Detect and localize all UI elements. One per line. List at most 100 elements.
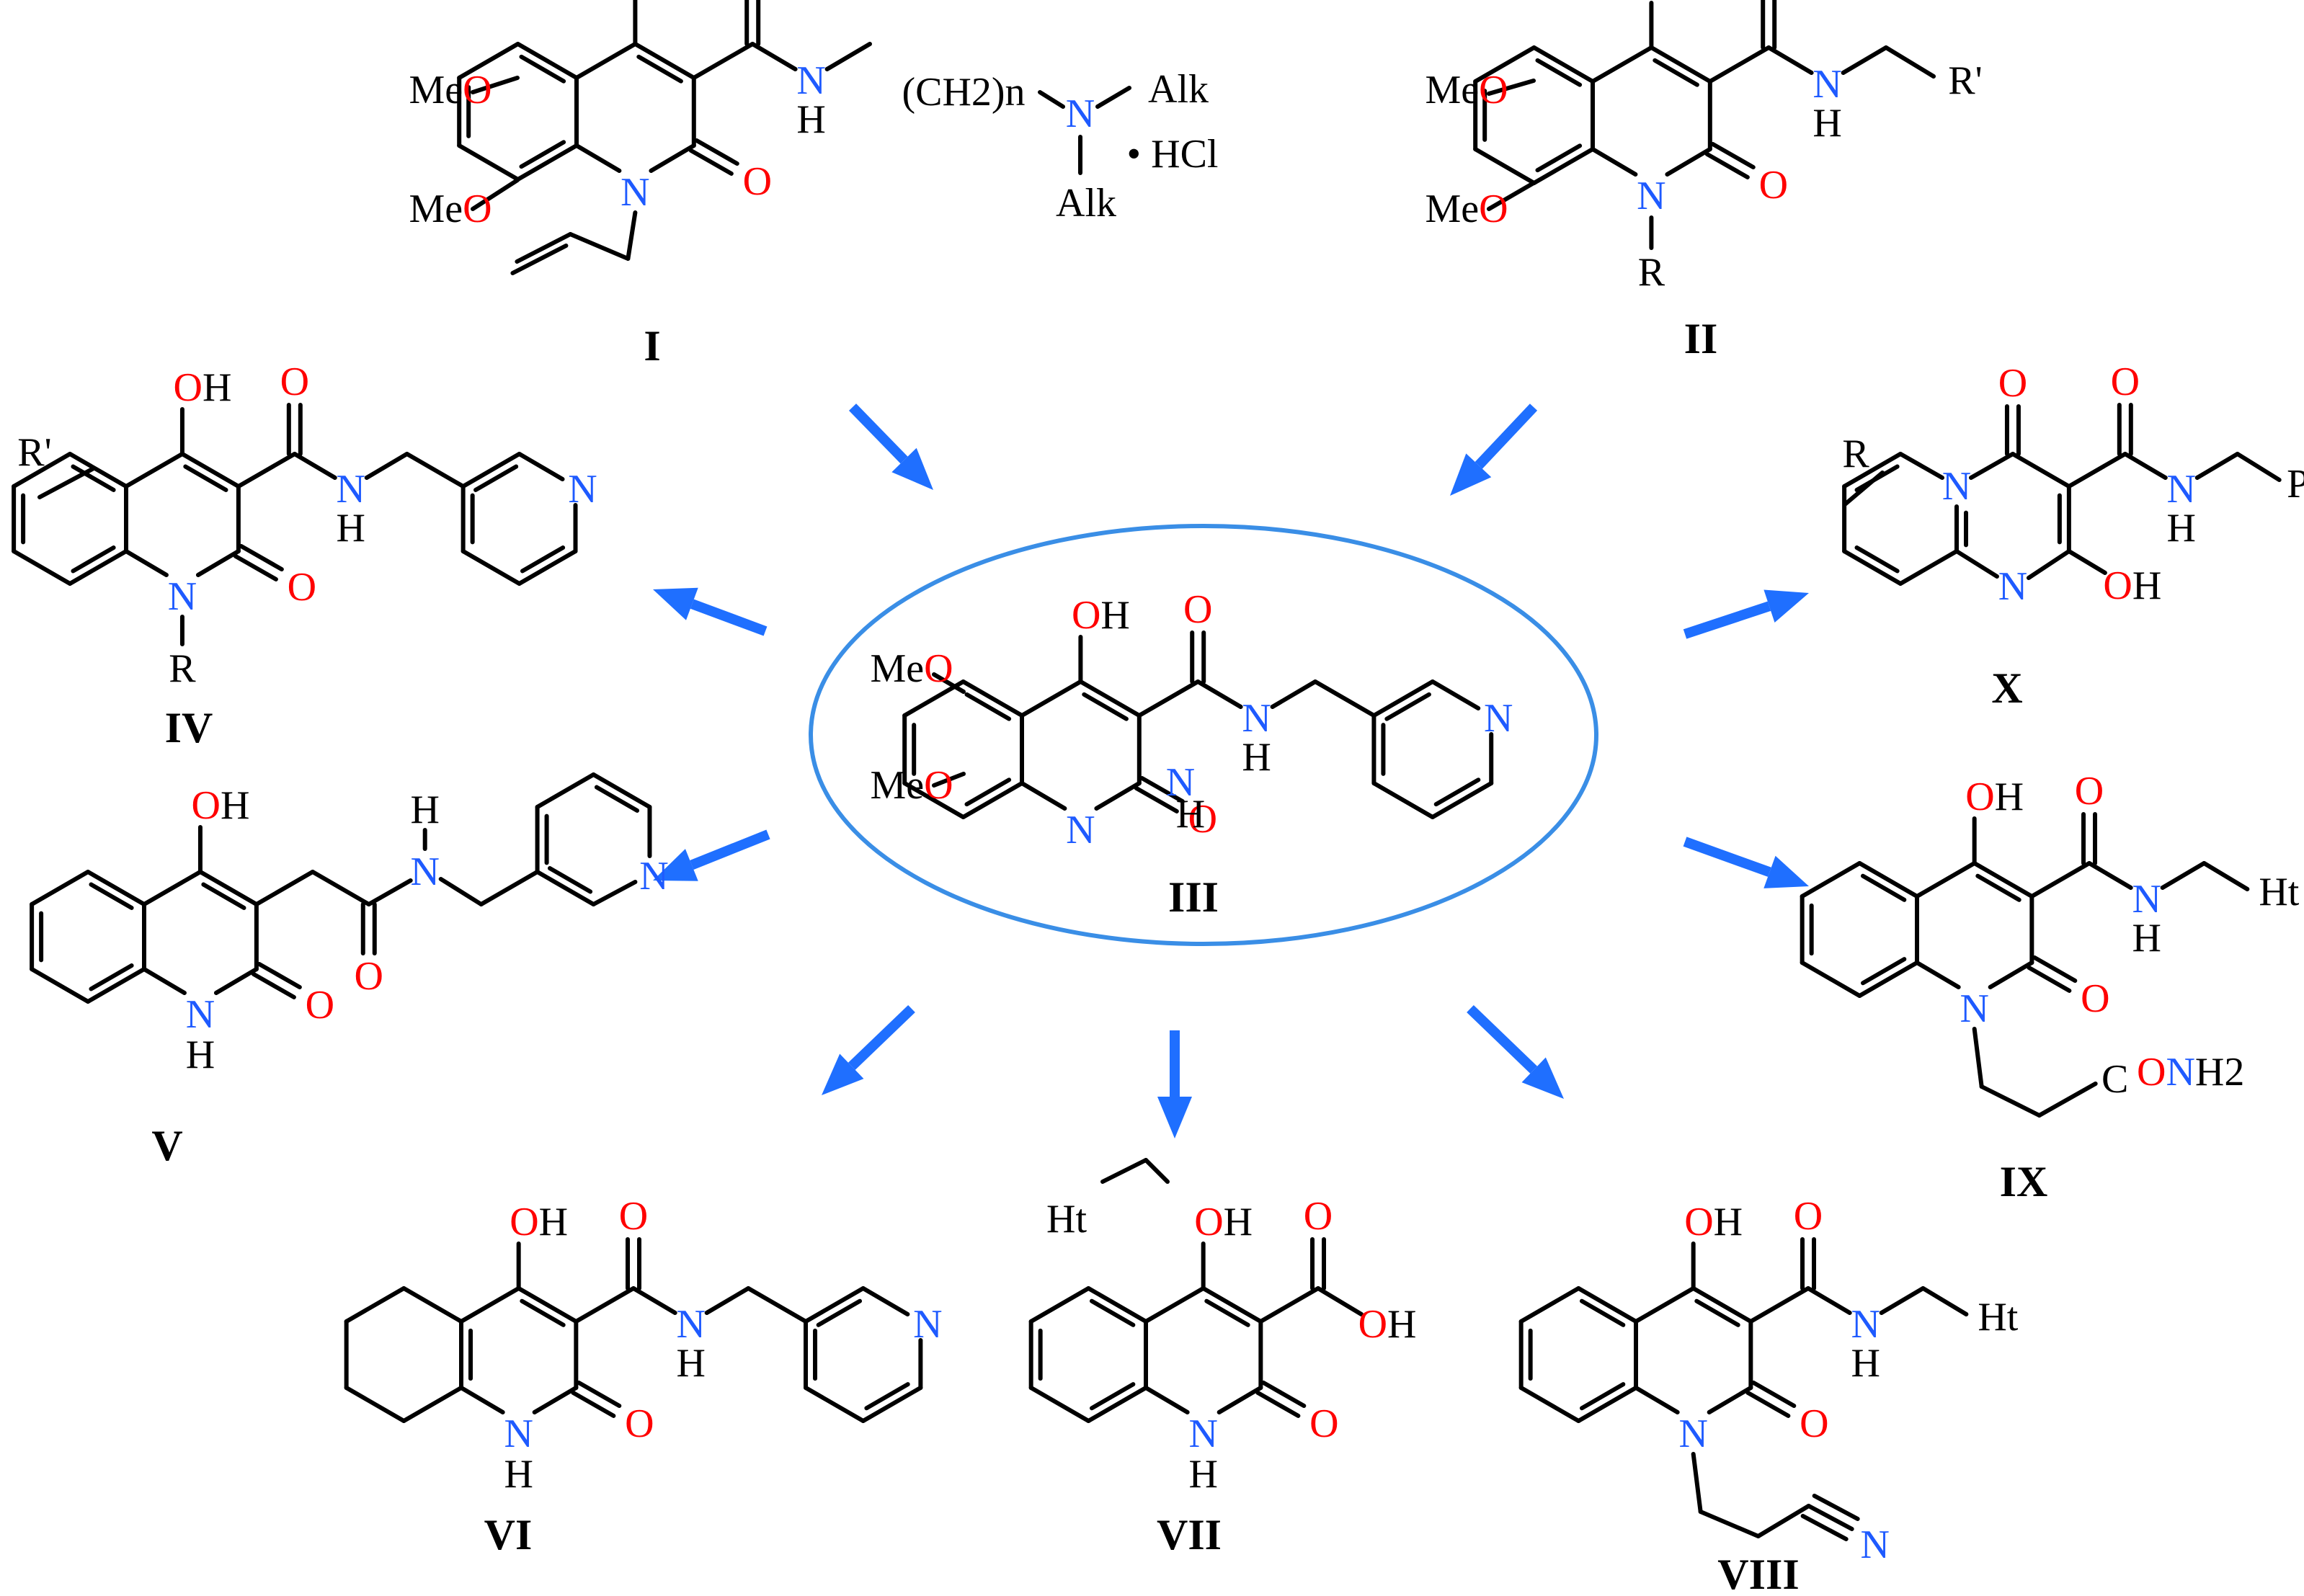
compound-V-hydroxyl-part: H [221,783,249,828]
compound-IV-amide-h: H [337,506,365,550]
compound-II-hydroxyl: OH [1642,0,1701,4]
compound-III-py5 [1371,781,1435,819]
compound-IV-c8-c8a [68,549,128,586]
compound-VII-label: VII [1157,1511,1222,1559]
compound-I-c4a-c5-inner [519,54,566,84]
compound-V-c4a-c5-inner [89,882,134,910]
compound-III-c2-n1 [1094,781,1142,811]
compound-VII-acid-oh-part: O [1358,1302,1387,1347]
compound-IX-ch2-ht [2202,861,2250,891]
compound-III-n1-over: N [1166,760,1195,805]
compound-VI-carbonyl [571,1390,616,1418]
compound-X-ch2-py [2235,452,2282,482]
compound-I-c4-c3-inner [636,54,683,84]
compound-V-carbonyl [251,971,296,999]
arrow-III-IV-shaft [690,599,768,636]
compound-I-amide-n: N [796,58,825,103]
compound-V-py6-inner [547,866,593,894]
compound-VIII-ch2-ht [1921,1286,1969,1316]
compound-V-c8-c8a [86,967,146,1004]
compound-III-c8-c8a-inner [964,777,1012,807]
compound-IV-py4-inner [520,545,566,574]
compound-III-py4-inner [1433,777,1481,807]
compound-III-ome-6-part: O [924,646,953,691]
compound-IV-py4 [517,549,578,586]
compound-III-oxo: O [1188,797,1217,842]
compound-IV-py1-inner [473,464,519,492]
compound-VII-c4a-c5-inner [1089,1298,1136,1327]
compound-III-c3-ca [1137,679,1201,718]
compound-I-ome7-bond [471,178,520,211]
compound-VIII-oxo: O [1800,1401,1828,1446]
compound-I-hcl: • HCl [1127,132,1219,177]
compound-IX-label: IX [2000,1158,2048,1205]
compound-III-c4a-c4 [1020,679,1083,718]
compound-II-ome7-bond [1487,181,1536,211]
compound-I-ome-6: MeO [409,68,492,112]
compound-IV-n1: N [168,574,197,619]
compound-III-ome6-bond [932,672,966,694]
compound-I-amine-n: N [1066,92,1095,136]
arrow-III-X-head [1763,589,1809,623]
compound-I-ome-7: MeO [409,187,492,231]
compound-VI-c4-c3-inner [520,1298,566,1327]
arrow-III-VIII-shaft [1467,1004,1538,1074]
compound-X-n5: N [1942,464,1971,509]
compound-IV-c4-c3-inner [183,464,228,492]
compound-VII-ht: Ht [1046,1197,1087,1241]
compound-II-n-ch2 [1841,45,1889,75]
compound-VII-carbonyl [1255,1390,1301,1418]
compound-VIII-hydroxyl: OH [1684,1200,1743,1244]
compound-V-py3 [591,772,652,809]
compound-III-c4a-c5-inner [964,692,1012,721]
compound-X-n5-c6 [1898,452,1944,480]
compound-V-c7-c8 [30,967,91,1004]
compound-VIII-amide-h: H [1851,1341,1880,1386]
arrow-III-VII-head [1157,1097,1192,1138]
compound-VIII-n-ch2 [1879,1286,1926,1315]
compound-VI-n1: N [504,1412,533,1456]
compound-V-amide-n: N [410,850,439,894]
compound-X-n1: N [1998,564,2027,609]
compound-IV-c4a-c5-inner [71,464,116,492]
compound-VIII-ch2-cn [1756,1504,1811,1538]
compound-I-ome6-bond [471,76,520,94]
compound-VIII-cn-n: N [1860,1523,1889,1567]
compound-IV-c5-c6 [12,452,73,489]
compound-V-c8-c8a-inner [89,963,134,991]
compound-IV-r: R [169,646,196,691]
compound-X-r-bond [1843,471,1885,507]
compound-VI-oxo: O [625,1401,654,1446]
compound-I-allyl-3b [515,232,573,264]
compound-I-c4-c3 [633,42,696,80]
compound-VII-c8-c8a [1086,1386,1148,1423]
compound-VIII-ch2-ch2 [1698,1510,1761,1538]
compound-IV-hydroxyl-part: O [173,365,202,410]
compound-V-c4-c3-inner [201,882,246,910]
arrow-III-IX-head [1763,855,1809,888]
compound-X-c2-oh [2066,549,2107,575]
compound-V-amide-h: H [410,788,439,832]
compound-III-py1-inner [1384,692,1431,721]
compound-IV-py1 [461,452,522,489]
compound-VI-amide-o: O [619,1194,648,1239]
compound-X-n-ch2 [2194,452,2240,480]
compound-VIII-n1-c8a [1634,1386,1680,1414]
compound-I-n-ch2 [824,42,873,71]
compound-IV-amide-n: N [337,467,365,512]
compound-III-c7-c8 [902,781,966,819]
compound-II-carbonyl-b [1710,142,1756,170]
compound-II-c3-ca [1707,45,1771,84]
compound-VI-hydroxyl-part: O [510,1200,538,1244]
compound-IX-ca-n [2087,861,2133,890]
compound-IX-carbonyl-b [2032,955,2078,984]
compound-III-ome-7-part: Me [870,763,924,808]
compound-V-n1: N [186,992,215,1037]
compound-VIII-amide-n: N [1851,1302,1880,1347]
arrow-III-X-shaft [1683,601,1771,639]
compound-VII-c4-c3 [1201,1286,1263,1324]
compound-VI-n-ch2 [704,1286,751,1315]
compound-I-c3-ca [691,42,755,80]
compound-VIII-c4-c3 [1691,1286,1753,1324]
compound-X-c2-n1 [2026,549,2071,580]
